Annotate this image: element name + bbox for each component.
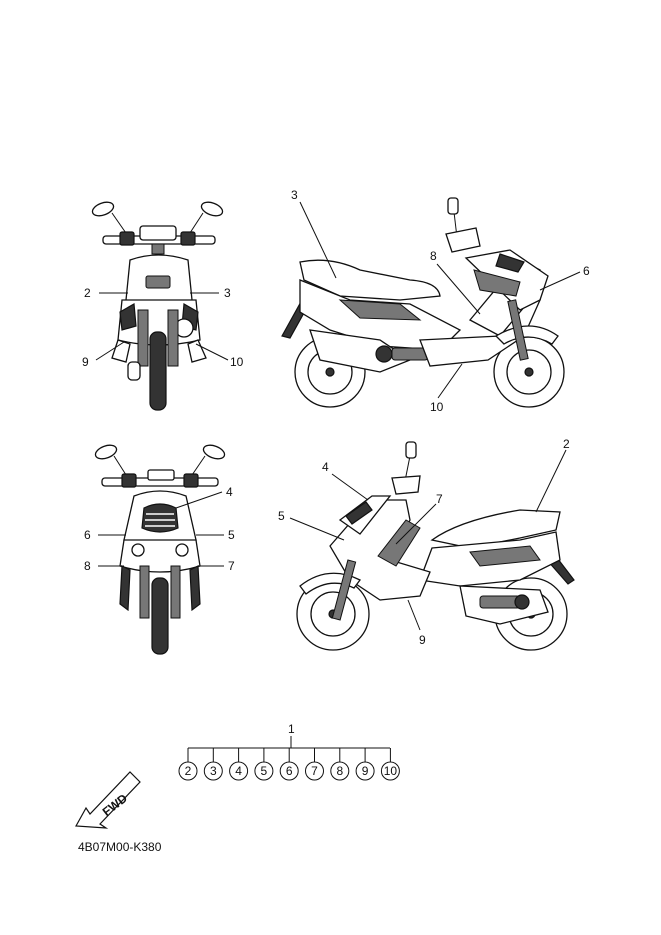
callout-2b: 2	[563, 437, 570, 451]
kit-item-circle	[178, 761, 198, 781]
kit-item-label: 7	[311, 764, 318, 778]
right-side-callouts: 3 8 6 10	[291, 188, 590, 414]
kit-item-label: 3	[210, 764, 217, 778]
kit-item-label: 10	[384, 764, 398, 778]
left-side-callouts: 4 5 7 2 9	[278, 437, 570, 647]
kit-label: 1	[288, 722, 295, 736]
kit-item-circle	[380, 761, 400, 781]
callout-7b: 7	[436, 492, 443, 506]
kit-item-label: 6	[286, 764, 293, 778]
callout-7: 7	[228, 559, 235, 573]
kit-item-circle	[330, 761, 350, 781]
left-side-scooter	[296, 441, 575, 651]
callout-8b: 8	[84, 559, 91, 573]
part-code: 4B07M00-K380	[78, 840, 162, 854]
kit-item-circle	[305, 761, 324, 781]
kit-item-label: 4	[235, 764, 242, 778]
front-view-scooter	[91, 201, 224, 411]
callout-10: 10	[230, 355, 244, 369]
front-view-2-callouts: 4 6 5 8 7	[84, 485, 235, 573]
callout-6: 6	[583, 264, 590, 278]
callout-8: 8	[430, 249, 437, 263]
kit-item-label: 2	[185, 764, 192, 778]
callout-6b: 6	[84, 528, 91, 542]
kit-item-label: 5	[261, 764, 268, 778]
callout-9: 9	[82, 355, 89, 369]
callout-4: 4	[226, 485, 233, 499]
callout-3b: 3	[291, 188, 298, 202]
callout-3: 3	[224, 286, 231, 300]
callout-10b: 10	[430, 400, 444, 414]
kit-item-circle	[355, 761, 375, 781]
front-view-callouts: 2 3 9 10	[82, 286, 244, 369]
kit-item-label: 8	[336, 764, 343, 778]
kit-item-circle	[203, 761, 223, 781]
callout-5: 5	[228, 528, 235, 542]
kit-item-circle	[229, 761, 249, 781]
fwd-arrow-icon: FWD	[75, 771, 141, 829]
callout-4b: 4	[322, 460, 329, 474]
callout-9b: 9	[419, 633, 426, 647]
front-view-scooter-2	[94, 444, 226, 655]
callout-2: 2	[84, 286, 91, 300]
kit-item-circle	[254, 761, 274, 781]
right-side-scooter	[281, 197, 565, 408]
kit-item-label: 9	[362, 764, 369, 778]
callout-5b: 5	[278, 509, 285, 523]
kit-tree: 1 2 3 4 5 6 7 8 9 10	[178, 722, 400, 781]
kit-item-circle	[279, 761, 299, 781]
